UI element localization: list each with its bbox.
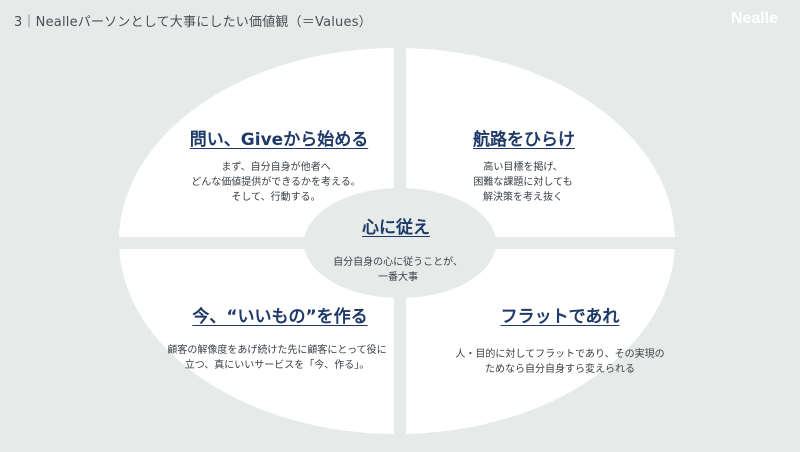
value-desc-now: 顧客の解像度をあげ続けた先に顧客にとって役に 立つ、真にいいサービスを「今、作る… — [167, 343, 386, 373]
desc-line: 解決策を考え抜く — [482, 192, 563, 203]
value-title-heart: 心に従え — [362, 218, 430, 238]
value-desc-heart: 自分自身の心に従うことが、 一番大事 — [333, 255, 463, 285]
desc-line: 立つ、真にいいサービスを「今、作る」。 — [184, 360, 370, 371]
value-desc-give: まず、自分自身が他者へ どんな価値提供ができるかを考える。 そして、行動する。 — [191, 160, 361, 205]
desc-line: まず、自分自身が他者へ — [221, 162, 331, 173]
desc-line: 困難な課題に対しても — [473, 177, 573, 188]
desc-line: 一番大事 — [378, 272, 418, 283]
desc-line: 人・目的に対してフラットであり、その実現の — [455, 349, 665, 360]
desc-line: どんな価値提供ができるかを考える。 — [191, 177, 361, 188]
value-desc-route: 高い目標を掲げ、 困難な課題に対しても 解決策を考え抜く — [473, 160, 572, 205]
value-title-give: 問い、Giveから始める — [189, 130, 369, 150]
nealle-logo: Nealle — [730, 10, 778, 27]
page-title: 3｜Nealleパーソンとして大事にしたい価値観（＝Values） — [14, 15, 372, 30]
center-circle — [304, 188, 496, 298]
value-title-flat: フラットであれ — [500, 307, 620, 327]
desc-line: そして、行動する。 — [231, 192, 321, 203]
value-title-now: 今、“いいもの”を作る — [192, 307, 368, 327]
desc-line: ためなら自分自身すら変えられる — [484, 364, 635, 375]
value-title-route: 航路をひらけ — [473, 130, 575, 150]
desc-line: 自分自身の心に従うことが、 — [333, 257, 463, 268]
desc-line: 顧客の解像度をあげ続けた先に顧客にとって役に — [167, 345, 387, 356]
value-desc-flat: 人・目的に対してフラットであり、その実現の ためなら自分自身すら変えられる — [455, 347, 664, 377]
desc-line: 高い目標を掲げ、 — [483, 162, 563, 173]
